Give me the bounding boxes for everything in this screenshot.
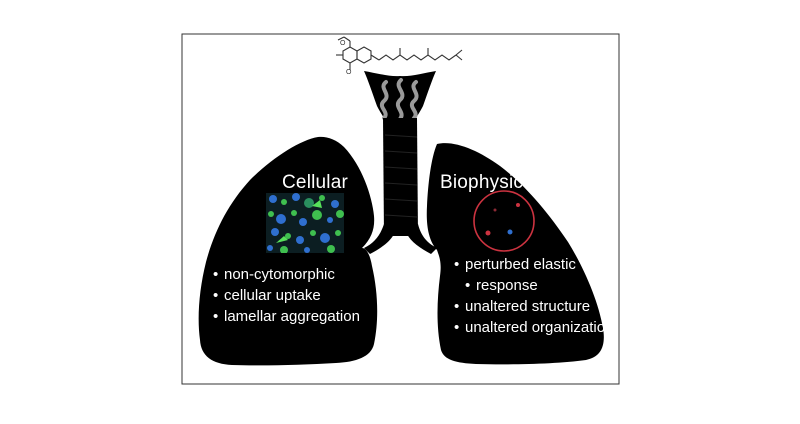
figure-frame (181, 33, 620, 385)
list-item: lamellar aggregation (213, 306, 360, 327)
trachea-rings (384, 134, 418, 218)
biophysical-findings-list: perturbed elastic response unaltered str… (454, 254, 613, 338)
list-item-text: unaltered organization (465, 319, 614, 336)
molecule-structure-icon (336, 36, 463, 70)
bronchi (364, 224, 437, 254)
fluorescence-micrograph (266, 193, 344, 253)
list-item: cellular uptake (213, 285, 360, 306)
cellular-heading: Cellular (282, 172, 349, 193)
cellular-findings-list: non-cytomorphic cellular uptake lamellar… (213, 264, 360, 327)
trachea (383, 118, 418, 236)
list-item: unaltered organization (454, 317, 613, 338)
smoke-icon (379, 78, 419, 121)
list-item: unaltered structure (454, 296, 613, 317)
molecule-atom-label: O (340, 40, 346, 47)
list-item-text: perturbed elastic (465, 256, 576, 273)
list-item: non-cytomorphic (213, 264, 360, 285)
list-item-text: unaltered structure (465, 298, 591, 315)
vesicle-micrograph (473, 190, 535, 252)
molecule-atom-label: O (346, 69, 352, 76)
biophysical-heading: Biophysical (440, 172, 539, 193)
list-item: perturbed elastic (454, 254, 613, 275)
list-item-continuation: response (454, 275, 613, 296)
